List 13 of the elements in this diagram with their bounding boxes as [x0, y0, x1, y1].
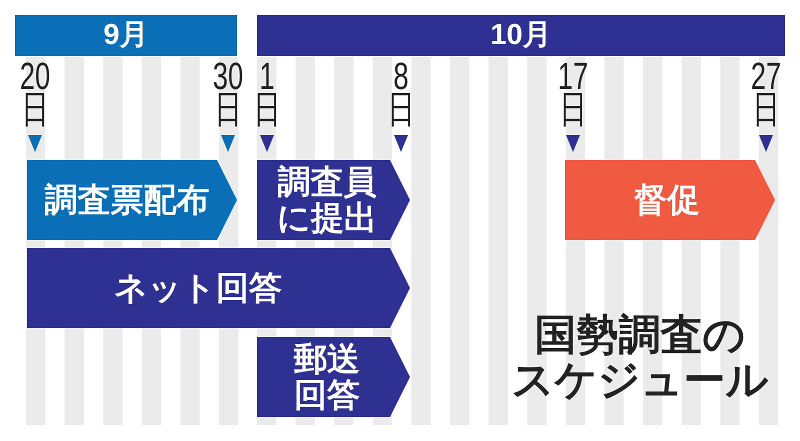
period-bar: 調査員に提出: [257, 160, 410, 240]
period-bar: 督促: [565, 160, 775, 240]
month-band: 9月: [15, 15, 237, 56]
period-bar: ネット回答: [27, 248, 410, 328]
date-label: 1日: [253, 61, 281, 127]
period-bar: 郵送回答: [257, 337, 410, 417]
date-label: 27日: [750, 61, 782, 127]
date-label: 30日: [212, 61, 244, 127]
date-label: 8日: [387, 61, 415, 127]
month-band: 10月: [257, 15, 785, 56]
date-label: 17日: [558, 61, 588, 127]
period-bar: 調査票配布: [27, 160, 237, 240]
date-label: 20日: [20, 61, 50, 127]
